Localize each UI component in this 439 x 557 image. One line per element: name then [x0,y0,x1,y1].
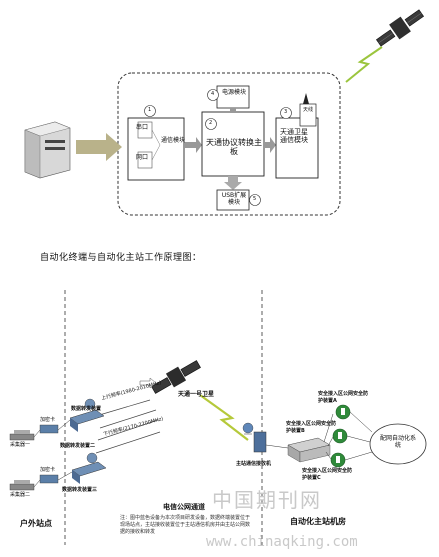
encryption-card-1 [39,424,59,434]
port-net-label: 网口 [136,154,149,161]
main-receiver-label: 主站通信接收机 [236,461,272,467]
security-device-c [330,452,346,468]
usb-module-label: USB扩展模块 [221,192,247,206]
encryption-card-label-2: 加密卡 [40,467,56,473]
arrow-comm-to-host [184,137,202,153]
comm-module-label: 通信模块 [161,137,186,144]
data-terminal-device-1 [69,398,105,432]
data-terminal-label-1: 数据转发装置 [71,406,102,412]
sec-device-b-label: 安全接入区公网安全防护装置B [286,421,337,434]
main-receiver-device [242,422,267,453]
wireless-link-icon [345,46,383,83]
security-device-a [335,404,351,420]
input-arrow [76,133,122,161]
wireless-link-main [199,394,249,441]
tiantong-satellite-icon [151,360,201,394]
server-icon [24,121,71,179]
data-terminal-label-3: 数据转发装置三 [62,487,98,493]
satellite-icon [375,9,425,47]
watermark-url: www.chinaqking.com [206,534,358,550]
main-station-room-label: 自动化主站机房 [290,517,346,526]
router-device [287,437,331,463]
signal-arrow [139,377,157,389]
num-4: 4 [211,91,215,97]
num-5: 5 [253,196,257,202]
antenna-label: 天线 [302,107,313,113]
num-1: 1 [148,107,152,113]
outdoor-site-label: 户外站点 [20,519,52,528]
num-3: 3 [284,109,288,115]
data-terminal-device-2 [71,452,107,484]
diagram-note: 注：图中蓝色设备为本次项目研发设备，数据终端装置位于现场站点，主站接收装置位于主… [120,515,251,535]
collector-label-1: 采集器一 [10,442,31,448]
comm-module-box [127,117,185,181]
sat-module-label: 天通卫星通信模块 [280,128,308,145]
terminal-enclosure [117,72,341,216]
watermark-cn: 中国期刊网 [212,488,322,512]
section-title: 自动化终端与自动化主站工作原理图： [40,253,202,263]
encryption-card-2 [39,474,59,484]
collector-device-1 [9,430,35,441]
encryption-card-label-1: 加密卡 [40,417,56,423]
public-network-label: 电信公网通道 [163,503,205,511]
dist-automation-label: 配网自动化系统 [379,435,416,449]
dist-automation-cloud [369,423,427,465]
num-2: 2 [209,120,213,126]
collector-label-2: 采集器二 [10,492,31,498]
sec-device-c-label: 安全接入区公网安全防护装置C [302,468,353,481]
sat-module-box [275,117,319,179]
arrow-host-to-sat [264,137,276,153]
sec-device-a-label: 安全接入区公网安全防护装置A [318,391,369,404]
protocol-host-label: 天通协议转换主板 [206,138,262,157]
collector-device-2 [9,480,35,491]
port-serial-label: 串口 [136,124,149,131]
power-module-label: 电源模块 [221,89,246,96]
satellite-label: 天通一号卫星 [178,391,215,398]
data-terminal-label-2: 数据转发装置二 [60,443,96,449]
